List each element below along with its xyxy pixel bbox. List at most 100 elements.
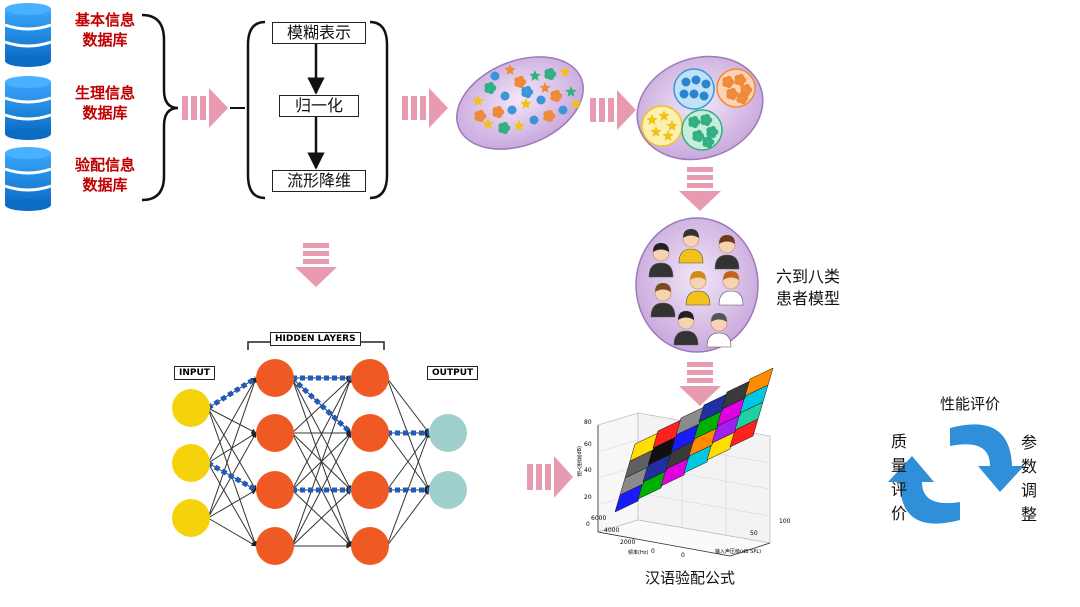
mixed-point-8 <box>492 105 505 119</box>
mixed-point-3 <box>500 91 510 101</box>
hidden1-node-2 <box>256 414 294 452</box>
mixed-point-24 <box>474 109 487 123</box>
person-icon-3 <box>714 235 740 270</box>
edge-input-h1-5 <box>207 377 257 464</box>
person-icon-7 <box>673 311 699 346</box>
green-cluster-point-1 <box>688 115 701 129</box>
mixed-point-12 <box>550 89 563 103</box>
cycle-top-label: 性能评价 <box>939 395 1000 413</box>
mixed-point-23 <box>539 82 551 93</box>
mixed-point-21 <box>504 64 516 75</box>
mixed-point-14 <box>482 118 494 129</box>
z-axis-label: 插入增益(dB) <box>577 446 583 477</box>
yellow-cluster-point-3 <box>666 120 678 131</box>
mixed-point-7 <box>559 66 571 77</box>
pipeline-bracket-left <box>246 20 266 200</box>
person-icon-1 <box>648 243 674 278</box>
db-brace <box>141 13 179 202</box>
cycle-left-label: 质 量 评 价 <box>890 432 907 523</box>
database-icon-2 <box>4 76 52 140</box>
mixed-point-25 <box>570 98 582 109</box>
arrow-network-to-formula <box>527 456 573 498</box>
db-label-fitting: 验配信息 数据库 <box>74 156 135 194</box>
cycle-right-label: 参 数 调 整 <box>1020 433 1037 524</box>
mixed-point-19 <box>558 105 568 115</box>
orange-cluster-point-4 <box>726 87 739 101</box>
mixed-point-9 <box>507 105 517 115</box>
hidden2-node-4 <box>351 527 389 565</box>
edge-input-h1-11 <box>207 489 257 519</box>
output-node-2 <box>429 471 467 509</box>
pipeline-bracket-right <box>369 20 389 200</box>
mixed-point-6 <box>544 67 557 81</box>
green-cluster-point-2 <box>700 113 713 127</box>
freq-axis-label: 频率(Hz) <box>628 550 649 556</box>
mixed-point-18 <box>543 109 556 123</box>
mixed-point-22 <box>521 85 534 99</box>
hidden2-node-1 <box>351 359 389 397</box>
mixed-point-13 <box>565 86 577 97</box>
edge-h1-h2-highlight-2 <box>290 376 353 435</box>
arrow-pipeline-to-network <box>295 243 337 287</box>
level-axis-label: 输入声压级(dB SPL) <box>715 549 762 555</box>
orange-cluster-point-5 <box>736 91 749 105</box>
yellow-cluster-point-2 <box>658 110 670 121</box>
input-node-1 <box>172 389 210 427</box>
mixed-data-ellipse <box>456 56 584 150</box>
edge-h1-h2-15 <box>291 489 352 547</box>
blue-cluster-point-2 <box>691 75 701 85</box>
edge-h2-output-8 <box>386 489 430 547</box>
freq-tick-2000: 2000 <box>620 539 636 546</box>
formula-caption: 汉语验配公式 <box>644 569 735 587</box>
edge-input-h1-highlight-1 <box>206 375 258 411</box>
arrow-clustered-to-patients <box>679 167 721 211</box>
hidden1-node-3 <box>256 471 294 509</box>
edge-h1-h2-13 <box>291 377 352 547</box>
person-icon-6 <box>718 271 744 306</box>
nn-output-label: OUTPUT <box>427 366 479 380</box>
step-normalize: 归一化 <box>279 95 359 117</box>
db-label-basic: 基本信息 数据库 <box>74 11 135 49</box>
arrow-patients-to-formula <box>679 362 721 406</box>
z-tick-80: 80 <box>584 419 592 426</box>
nn-input-label: INPUT <box>174 366 215 380</box>
database-icon-3 <box>4 147 52 211</box>
clustered-data-ellipse <box>636 55 764 161</box>
database-icon-1 <box>4 3 52 67</box>
orange-cluster-point-1 <box>722 75 735 89</box>
z-tick-60: 60 <box>584 441 592 448</box>
freq-tick-0: 0 <box>651 548 655 555</box>
yellow-cluster-point-4 <box>650 126 662 137</box>
arrow-db-to-pipeline <box>182 88 228 128</box>
hidden2-node-2 <box>351 414 389 452</box>
neural-network <box>172 341 467 565</box>
mixed-point-2 <box>484 81 497 95</box>
mixed-point-10 <box>520 98 532 109</box>
yellow-cluster-point-1 <box>646 114 658 125</box>
freq-tick-4000: 4000 <box>604 527 620 534</box>
edge-input-h1-9 <box>207 377 257 519</box>
input-node-3 <box>172 499 210 537</box>
surface-patch-24 <box>744 367 774 397</box>
step-fuzzy: 模糊表示 <box>272 22 366 44</box>
mixed-point-1 <box>472 95 484 106</box>
mixed-point-17 <box>529 115 539 125</box>
hidden1-node-4 <box>256 527 294 565</box>
nn-hidden-label: HIDDEN LAYERS <box>270 332 361 346</box>
z-tick-40: 40 <box>584 467 592 474</box>
mixed-point-11 <box>536 95 546 105</box>
blue-cluster-point-5 <box>689 89 699 99</box>
formula-surface-plot <box>597 367 774 557</box>
step-manifold: 流形降维 <box>272 170 366 192</box>
arrow-pipeline-to-cluster <box>402 88 448 128</box>
level-tick-100: 100 <box>779 518 791 525</box>
blue-cluster-point-4 <box>679 89 689 99</box>
hidden2-node-3 <box>351 471 389 509</box>
edge-input-h1-12 <box>207 517 257 547</box>
cycle-arrows-icon <box>888 424 1024 524</box>
input-node-2 <box>172 444 210 482</box>
edge-h1-h2-14 <box>291 432 352 547</box>
arrow-mixed-to-clustered <box>590 90 636 130</box>
edge-h2-output-5 <box>386 432 430 491</box>
